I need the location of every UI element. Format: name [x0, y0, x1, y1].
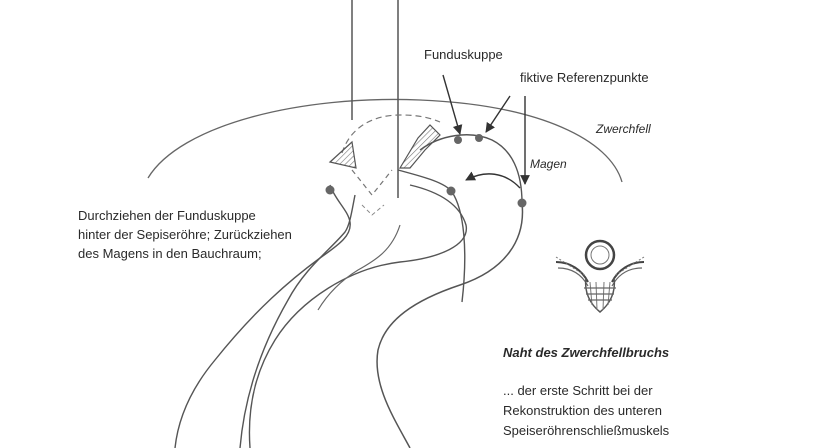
- label-referenzpunkte: fiktive Referenzpunkte: [520, 70, 649, 85]
- description-line-2: hinter der Sepiseröhre; Zurückziehen: [78, 227, 292, 242]
- arrow-referenz-1: [485, 95, 511, 133]
- dashed-esophagus-lower: [361, 204, 385, 216]
- stomach-inner-1: [397, 169, 466, 303]
- diaphragm-arc: [147, 98, 623, 183]
- hiatus-suture-illustration: [555, 239, 645, 313]
- reference-dot-2: [446, 186, 456, 196]
- label-funduskuppe: Funduskuppe: [424, 47, 503, 62]
- reference-dot-1: [325, 185, 335, 195]
- description-line-1: Durchziehen der Funduskuppe: [78, 208, 256, 223]
- naht-text-line-1: ... der erste Schritt bei der: [503, 383, 653, 398]
- stomach-inner-2: [248, 184, 467, 448]
- description-line-3: des Magens in den Bauchraum;: [78, 246, 262, 261]
- arrow-funduskuppe: [442, 74, 463, 135]
- naht-title: Naht des Zwerchfellbruchs: [503, 345, 670, 360]
- naht-text-line-3: Speiseröhrenschließmuskels: [503, 423, 670, 438]
- dashed-esophagus-v: [351, 169, 393, 196]
- pull-arrow: [465, 171, 521, 189]
- reference-dot-5: [454, 136, 462, 144]
- reference-dot-4: [475, 134, 483, 142]
- dashed-fundus-contour: [341, 114, 441, 154]
- label-zwerchfell: Zwerchfell: [596, 122, 651, 136]
- naht-text-line-2: Rekonstruktion des unteren: [503, 403, 662, 418]
- fundus-contour: [419, 134, 523, 204]
- hatched-fold-left: [328, 140, 357, 169]
- stomach-outer: [376, 202, 524, 448]
- label-magen: Magen: [530, 157, 567, 171]
- reference-dot-3: [517, 198, 527, 208]
- stomach-inner-4: [174, 184, 351, 448]
- stomach-inner-5: [317, 224, 401, 311]
- hatched-fold-right: [398, 124, 441, 169]
